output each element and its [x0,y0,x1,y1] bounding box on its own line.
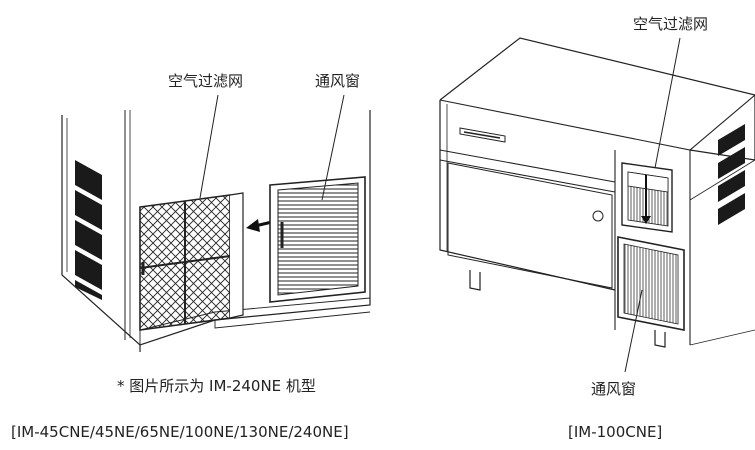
left-vent-label: 通风窗 [315,72,361,90]
right-models-caption: [IM-100CNE] [568,423,663,441]
right-vent-grille [617,236,685,331]
right-air-filter-label: 空气过滤网 [633,15,709,33]
left-model-note: * 图片所示为 IM-240NE 机型 [117,377,316,395]
removal-arrow [246,219,273,232]
right-ice-machine [439,37,755,348]
right-vent-label: 通风窗 [591,380,637,398]
left-filter-leader [199,94,219,199]
left-vent-leader [321,94,345,201]
right-vent-leader [624,289,643,373]
side-louver-vents [75,160,102,300]
left-models-caption: [IM-45CNE/45NE/65NE/100NE/130NE/240NE] [11,423,349,441]
right-air-filter [621,162,673,233]
left-vent-grille [269,176,366,303]
left-air-filter-label: 空气过滤网 [168,72,244,90]
right-side-louvers [718,124,745,225]
left-air-filter [139,192,244,331]
right-filter-leader [654,37,681,169]
